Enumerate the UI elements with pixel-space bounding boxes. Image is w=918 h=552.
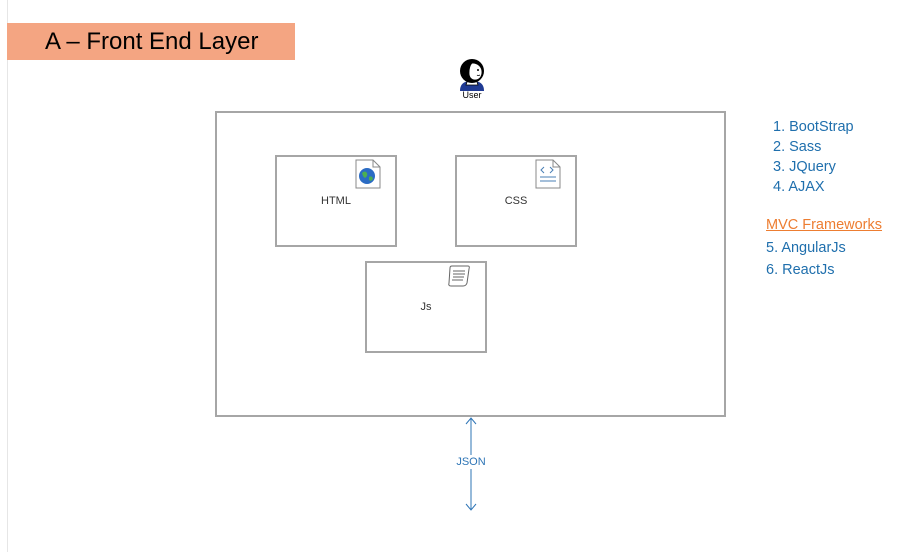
tech-list-item: 3. JQuery	[773, 159, 836, 175]
tech-list-item: 1. BootStrap	[773, 119, 854, 135]
mvc-list-item: 6. ReactJs	[766, 262, 835, 278]
user-actor: User	[452, 57, 492, 103]
user-avatar-icon	[460, 59, 484, 91]
mvc-frameworks-heading: MVC Frameworks	[766, 217, 883, 233]
code-document-icon	[535, 159, 561, 192]
globe-document-icon	[355, 159, 381, 192]
tech-list: 1. BootStrap 2. Sass 3. JQuery 4. AJAX	[773, 117, 854, 197]
html-label: HTML	[321, 195, 351, 207]
mvc-list: 5. AngularJs 6. ReactJs	[766, 237, 846, 281]
slide-title: A – Front End Layer	[7, 23, 295, 60]
json-label: JSON	[451, 455, 491, 469]
tech-list-item: 4. AJAX	[773, 179, 825, 195]
js-component: Js	[365, 261, 487, 353]
html-component: HTML	[275, 155, 397, 247]
script-scroll-icon	[447, 265, 471, 290]
tech-list-item: 2. Sass	[773, 139, 822, 155]
mvc-list-item: 5. AngularJs	[766, 240, 846, 256]
js-label: Js	[420, 301, 432, 313]
css-label: CSS	[504, 195, 528, 207]
css-component: CSS	[455, 155, 577, 247]
left-edge-line	[7, 0, 8, 552]
user-label: User	[462, 90, 482, 100]
